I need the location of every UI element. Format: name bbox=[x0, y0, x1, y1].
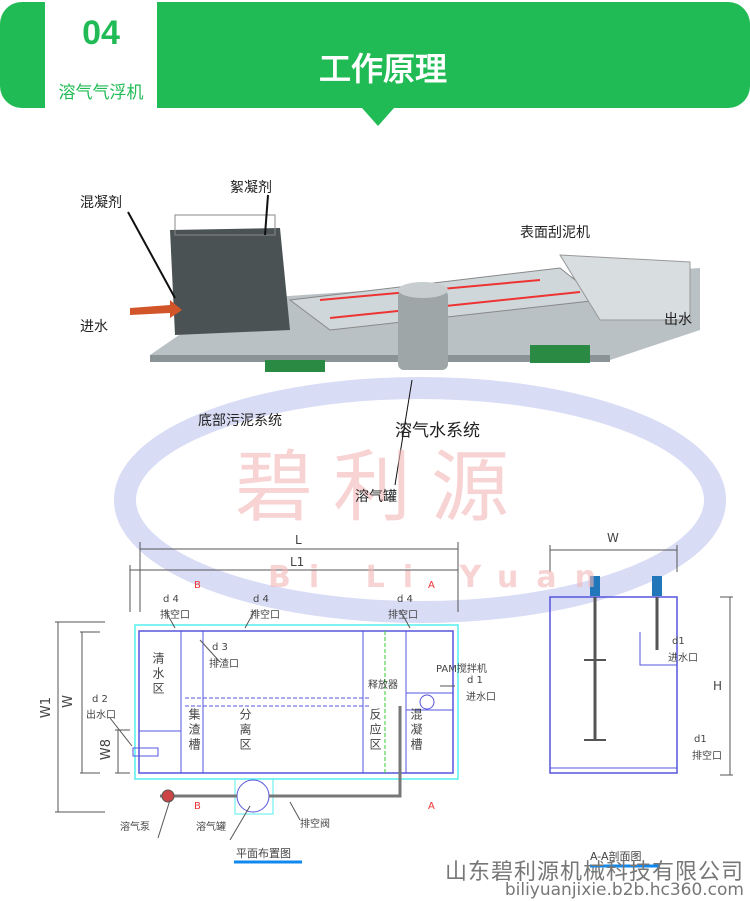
slag-outlet-name: 排渣口 bbox=[209, 659, 239, 670]
tank-label: 溶气罐 bbox=[196, 822, 226, 833]
flotation-3d-render bbox=[127, 194, 700, 486]
vent-2-name: 排空口 bbox=[250, 610, 280, 621]
section-marker-b-bottom: B bbox=[194, 801, 201, 812]
section-dim-H: H bbox=[713, 679, 723, 693]
section-number: 04 bbox=[82, 14, 120, 52]
section-inlet-size: d1 bbox=[672, 636, 685, 647]
section-inlet-name: 进水口 bbox=[668, 653, 698, 664]
water-outlet-size: d 2 bbox=[92, 694, 108, 705]
section-number-box: 04 溶气气浮机 bbox=[45, 0, 157, 108]
company-name: 山东碧利源机械科技有限公司 bbox=[444, 860, 744, 885]
inlet-arrow-icon bbox=[130, 300, 182, 318]
zone-slag-tank: 集渣槽 bbox=[187, 708, 201, 753]
section-caption: A-A剖面图 bbox=[590, 850, 642, 863]
watermark-ellipse bbox=[114, 377, 726, 623]
label-air-tank: 溶气罐 bbox=[355, 489, 397, 505]
water-inlet-size: d 1 bbox=[467, 675, 483, 686]
zone-clear-water: 清水区 bbox=[151, 652, 165, 697]
product-name: 溶气气浮机 bbox=[58, 83, 144, 103]
zone-coagulation: 混凝槽 bbox=[409, 708, 423, 753]
water-outlet-name: 出水口 bbox=[86, 710, 116, 721]
label-skimmer: 表面刮泥机 bbox=[520, 225, 590, 241]
plan-caption: 平面布置图 bbox=[236, 847, 291, 860]
dim-W8: W8 bbox=[99, 738, 115, 761]
dim-W1: W1 bbox=[39, 696, 55, 719]
company-url: biliyuanjixie.b2b.hc360.com bbox=[504, 880, 744, 900]
dim-W: W bbox=[60, 695, 76, 708]
dim-L: L bbox=[295, 533, 302, 547]
vent-3-size: d 4 bbox=[397, 594, 413, 605]
zone-separation: 分离区 bbox=[238, 708, 252, 753]
section-drain-size: d1 bbox=[694, 734, 707, 745]
section-dim-W: W bbox=[607, 531, 619, 545]
vent-3-name: 排空口 bbox=[388, 610, 418, 621]
releaser-label: 释放器 bbox=[368, 680, 398, 691]
label-inlet: 进水 bbox=[80, 319, 108, 335]
plan-view-lines bbox=[55, 542, 459, 841]
label-sludge-system: 底部污泥系统 bbox=[198, 413, 282, 429]
down-arrow-icon bbox=[362, 108, 394, 126]
mixer-motor-icon bbox=[590, 576, 600, 596]
label-dissolved-air-system: 溶气水系统 bbox=[395, 421, 480, 441]
dim-L1: L1 bbox=[290, 555, 305, 569]
slag-outlet-size: d 3 bbox=[212, 642, 228, 653]
section-marker-a-bottom: A bbox=[428, 801, 435, 812]
page-title: 工作原理 bbox=[318, 50, 447, 88]
label-coagulant: 混凝剂 bbox=[80, 195, 122, 211]
pump-label: 溶气泵 bbox=[120, 822, 150, 833]
section-marker-b-top: B bbox=[194, 580, 201, 591]
zone-reaction: 反应区 bbox=[368, 708, 382, 753]
section-marker-a-top: A bbox=[428, 580, 435, 591]
vent-1-size: d 4 bbox=[163, 594, 179, 605]
section-drain-name: 排空口 bbox=[692, 751, 722, 762]
label-flocculant: 絮凝剂 bbox=[230, 180, 272, 196]
vent-1-name: 排空口 bbox=[160, 610, 190, 621]
section-view-lines bbox=[234, 545, 733, 868]
mixer-motor-icon bbox=[652, 576, 662, 596]
label-outlet: 出水 bbox=[664, 312, 692, 328]
drain-valve-label: 排空阀 bbox=[300, 819, 330, 830]
vent-2-size: d 4 bbox=[253, 594, 269, 605]
water-inlet-name: 进水口 bbox=[466, 692, 496, 703]
watermark-logo-cn: 碧利源 bbox=[235, 443, 530, 533]
watermark-logo-en: Bi Li Yuan bbox=[268, 560, 614, 595]
pam-mixer-label: PAM搅拌机 bbox=[436, 664, 487, 675]
